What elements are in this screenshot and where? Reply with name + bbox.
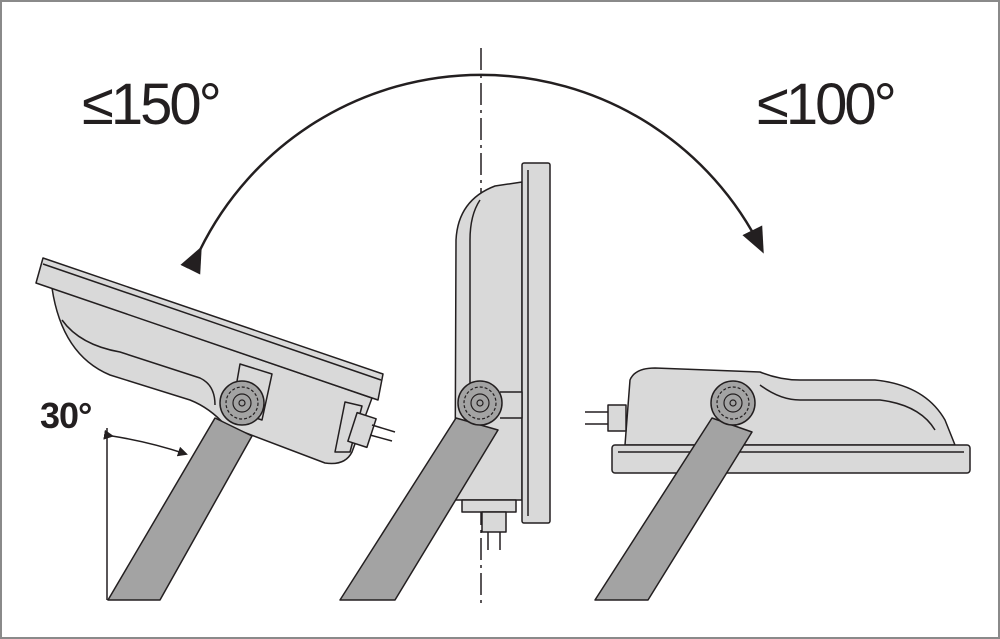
- floodlight-tilted-left: [35, 257, 396, 601]
- tilt-angle-label: 30°: [40, 395, 92, 436]
- floodlight-horizontal-right: [585, 367, 971, 601]
- floodlight-vertical-center: [339, 162, 551, 601]
- max-tilt-left-label: ≤150°: [82, 72, 222, 137]
- max-tilt-right-label: ≤100°: [757, 72, 897, 137]
- rotation-arc-arrow: [180, 73, 764, 275]
- tilt-angle-arrow: [103, 429, 188, 457]
